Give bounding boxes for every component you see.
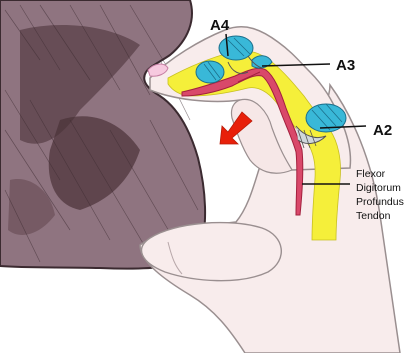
label-a3: A3 bbox=[336, 57, 355, 74]
label-tendon-line-2: Digitorum bbox=[356, 182, 401, 194]
label-a4: A4 bbox=[210, 17, 230, 34]
label-a2: A2 bbox=[373, 122, 392, 139]
label-tendon-line-4: Tendon bbox=[356, 210, 391, 222]
label-tendon-line-3: Profundus bbox=[356, 196, 404, 208]
label-tendon-line-1: Flexor bbox=[356, 168, 386, 180]
